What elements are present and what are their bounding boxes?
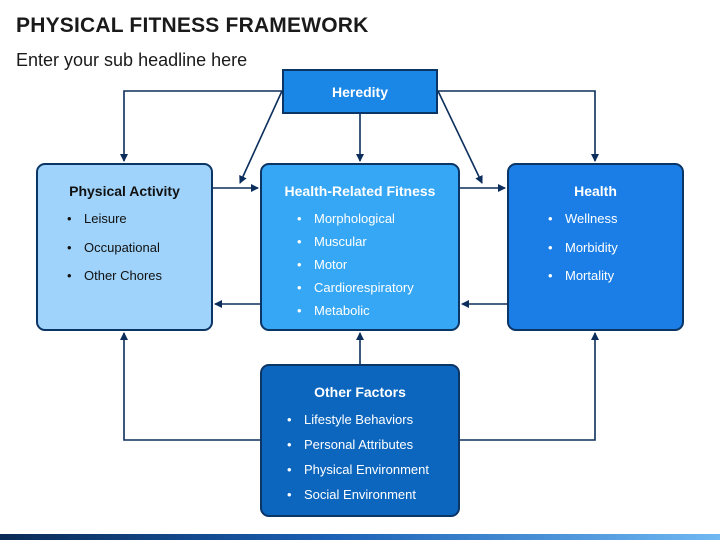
other-factors-list: Lifestyle Behaviors Personal Attributes … [286,412,429,512]
physical-activity-heading: Physical Activity [69,183,180,199]
bottom-accent-bar [0,534,720,540]
list-item: Personal Attributes [286,437,429,462]
physical-activity-box: Physical Activity Leisure Occupational O… [36,163,213,331]
list-item: Metabolic [296,303,414,326]
arrow-heredity-diagonal-left [239,90,283,184]
list-item: Lifestyle Behaviors [286,412,429,437]
list-item: Motor [296,257,414,280]
list-item: Social Environment [286,487,429,512]
heredity-box: Heredity [282,69,438,114]
list-item: Physical Environment [286,462,429,487]
list-item: Occupational [66,240,162,269]
other-factors-box: Other Factors Lifestyle Behaviors Person… [260,364,460,517]
heredity-label: Heredity [331,83,389,100]
list-item: Morphological [296,211,414,234]
health-box: Health Wellness Morbidity Mortality [507,163,684,331]
list-item: Wellness [547,211,618,240]
list-item: Cardiorespiratory [296,280,414,303]
health-related-fitness-box: Health-Related Fitness Morphological Mus… [260,163,460,331]
page-subtitle: Enter your sub headline here [16,50,248,70]
arrow-other-to-health [460,332,599,441]
list-item: Muscular [296,234,414,257]
list-item: Mortality [547,268,618,297]
health-list: Wellness Morbidity Mortality [547,211,618,297]
page-title: PHYSICAL FITNESS FRAMEWORK [16,14,369,37]
list-item: Other Chores [66,268,162,297]
health-related-fitness-heading: Health-Related Fitness [284,183,436,199]
arrow-other-to-activity [120,332,260,441]
health-related-fitness-list: Morphological Muscular Motor Cardiorespi… [296,211,414,326]
arrow-heredity-diagonal-right [437,90,483,184]
list-item: Leisure [66,211,162,240]
other-factors-heading: Other Factors [314,384,406,400]
arrow-heredity-to-physical-activity [120,90,282,162]
list-item: Morbidity [547,240,618,269]
health-heading: Health [574,183,617,199]
arrow-heredity-to-health [438,90,599,162]
physical-activity-list: Leisure Occupational Other Chores [66,211,162,297]
